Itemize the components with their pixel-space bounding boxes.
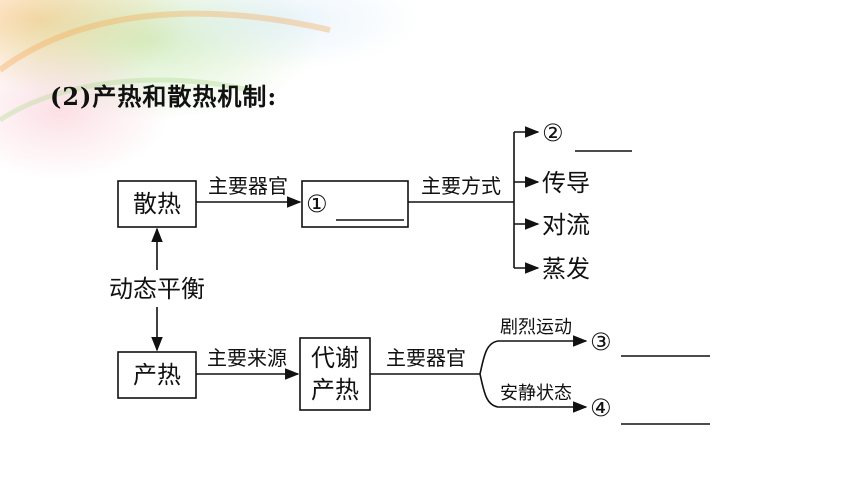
balance-label: 动态平衡 — [109, 275, 205, 303]
exercise-label: 剧烈运动 — [500, 317, 572, 338]
heat-dissipation-box — [117, 180, 197, 228]
metabolism-label-1: 代谢 — [311, 344, 359, 372]
page-title: (2)产热和散热机制: — [50, 82, 278, 111]
main-method-label: 主要方式 — [421, 174, 501, 198]
main-source-label: 主要来源 — [207, 346, 287, 370]
edge-exercise — [479, 335, 588, 375]
rest-label: 安静状态 — [500, 383, 572, 404]
main-organ-top-label: 主要器官 — [208, 174, 288, 198]
edge-rest — [479, 373, 588, 413]
convection-label: 对流 — [542, 211, 590, 239]
heat-production-box — [117, 351, 197, 399]
blank2-label: ② — [542, 119, 564, 147]
blank1-box — [301, 180, 409, 228]
heat-production-label: 产热 — [133, 361, 181, 389]
conduction-label: 传导 — [542, 169, 590, 197]
blank1-label: ① — [306, 190, 328, 218]
blank3-label: ③ — [590, 328, 612, 356]
metabolism-label-2: 产热 — [311, 376, 359, 404]
evaporation-label: 蒸发 — [542, 255, 590, 283]
main-organ-bottom-label: 主要器官 — [386, 346, 466, 370]
heat-dissipation-label: 散热 — [133, 190, 181, 218]
blank4-label: ④ — [590, 394, 612, 422]
